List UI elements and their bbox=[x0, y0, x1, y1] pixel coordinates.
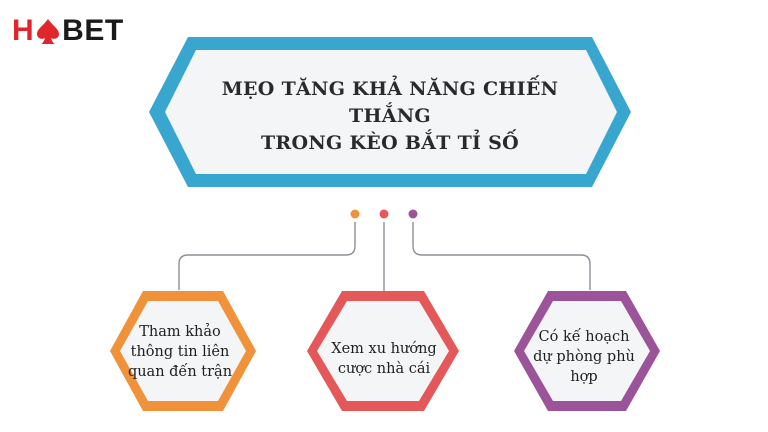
title-line-2: TRONG KÈO BẮT TỈ SỐ bbox=[260, 132, 520, 154]
connector-dot-orange bbox=[350, 209, 360, 219]
node-label-3: Có kế hoạch dự phòng phù hợp bbox=[533, 329, 635, 385]
logo-text-bet: BET bbox=[62, 14, 124, 47]
node-panel-purple bbox=[524, 301, 650, 401]
node-label-2: Xem xu hướng cược nhà cái bbox=[331, 341, 437, 377]
node-panel-orange bbox=[120, 301, 246, 401]
title-panel bbox=[165, 50, 617, 174]
connector-line-right bbox=[412, 222, 591, 290]
node-panel-red bbox=[317, 301, 449, 401]
diagram-title: MẸO TĂNG KHẢ NĂNG CHIẾN THẮNG TRONG KÈO … bbox=[200, 76, 580, 157]
hdbet-logo[interactable]: H BET bbox=[12, 16, 124, 46]
connector-dot-purple bbox=[408, 209, 418, 219]
title-line-1: MẸO TĂNG KHẢ NĂNG CHIẾN THẮNG bbox=[221, 78, 559, 127]
connector-dot-red bbox=[379, 209, 389, 219]
logo-letter-h: H bbox=[12, 14, 35, 47]
spade-icon bbox=[37, 19, 60, 44]
node-label-1: Tham khảo thông tin liên quan đến trận bbox=[127, 324, 233, 380]
connector-line-left bbox=[178, 222, 356, 290]
